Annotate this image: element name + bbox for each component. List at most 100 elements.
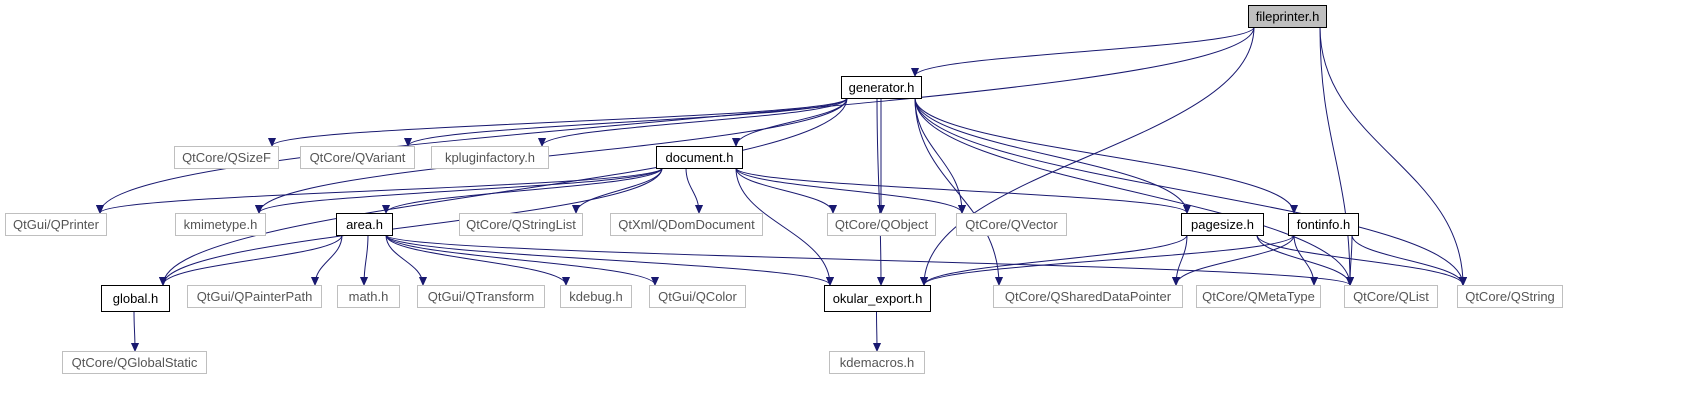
node-fontinfo-label: fontinfo.h xyxy=(1297,217,1351,232)
edge-area-to-global xyxy=(163,234,343,285)
node-qobject-box xyxy=(827,213,936,236)
edge-okular_export-to-kdemacros xyxy=(877,310,878,351)
node-qpainterpath: QtGui/QPainterPath xyxy=(187,285,322,308)
node-qtransform-label: QtGui/QTransform xyxy=(428,289,534,304)
edge-generator-to-document xyxy=(736,97,848,146)
node-qcolor: QtGui/QColor xyxy=(649,285,746,308)
node-qpainterpath-label: QtGui/QPainterPath xyxy=(197,289,313,304)
node-pagesize-box xyxy=(1181,213,1264,236)
node-qlist: QtCore/QList xyxy=(1344,285,1438,308)
node-qprinter-label: QtGui/QPrinter xyxy=(13,217,100,232)
node-kdemacros-box xyxy=(829,351,925,374)
node-qmetatype-box xyxy=(1196,285,1321,308)
node-qdomdocument-box xyxy=(610,213,763,236)
edge-global-to-qglobalstatic xyxy=(134,310,135,351)
node-okular_export[interactable]: okular_export.h xyxy=(824,285,931,312)
node-kpluginfactory: kpluginfactory.h xyxy=(431,146,549,169)
node-fileprinter[interactable]: fileprinter.h xyxy=(1248,5,1327,28)
node-math-label: math.h xyxy=(349,289,389,304)
node-qstringlist-box xyxy=(459,213,583,236)
edge-fontinfo-to-okular_export xyxy=(924,234,1295,285)
node-kdebug-box xyxy=(560,285,632,308)
node-qobject-label: QtCore/QObject xyxy=(835,217,929,232)
node-qobject: QtCore/QObject xyxy=(827,213,936,236)
node-qcolor-label: QtGui/QColor xyxy=(658,289,737,304)
node-qmetatype-label: QtCore/QMetaType xyxy=(1202,289,1315,304)
edge-document-to-qdomdocument xyxy=(685,167,699,213)
node-kmimetype-label: kmimetype.h xyxy=(184,217,258,232)
node-qstringlist-label: QtCore/QStringList xyxy=(466,217,576,232)
edge-document-to-okular_export xyxy=(735,167,830,285)
node-qsizef: QtCore/QSizeF xyxy=(174,146,279,169)
edge-generator-to-global xyxy=(163,97,848,285)
node-document[interactable]: document.h xyxy=(656,146,743,169)
node-qdomdocument-label: QtXml/QDomDocument xyxy=(618,217,755,232)
node-qvector: QtCore/QVector xyxy=(956,213,1067,236)
edge-fontinfo-to-qstring xyxy=(1351,234,1463,285)
edge-area-to-qlist xyxy=(385,234,1350,285)
node-global-label: global.h xyxy=(113,291,159,306)
node-qshareddatapointer-box xyxy=(993,285,1183,308)
node-document-box xyxy=(656,146,743,169)
edge-document-to-pagesize xyxy=(735,167,1187,213)
node-math-box xyxy=(337,285,400,308)
node-qstring-label: QtCore/QString xyxy=(1465,289,1555,304)
edge-pagesize-to-qstring xyxy=(1256,234,1463,285)
edge-generator-to-qstring xyxy=(914,97,1463,285)
node-pagesize[interactable]: pagesize.h xyxy=(1181,213,1264,236)
node-qtransform-box xyxy=(417,285,545,308)
edge-document-to-global xyxy=(163,167,663,285)
node-qtransform: QtGui/QTransform xyxy=(417,285,545,308)
node-qlist-label: QtCore/QList xyxy=(1353,289,1429,304)
node-qlist-box xyxy=(1344,285,1438,308)
edge-fileprinter-to-qlist xyxy=(1319,26,1350,285)
node-math: math.h xyxy=(337,285,400,308)
node-qmetatype: QtCore/QMetaType xyxy=(1196,285,1321,308)
node-qshareddatapointer-label: QtCore/QSharedDataPointer xyxy=(1005,289,1172,304)
node-okular_export-box xyxy=(824,285,931,312)
edge-generator-to-qlist xyxy=(914,97,1350,285)
edge-area-to-qtransform xyxy=(385,234,423,285)
edge-fontinfo-to-qmetatype xyxy=(1293,234,1314,285)
node-qvariant-box xyxy=(300,146,415,169)
node-fileprinter-box xyxy=(1248,5,1327,28)
node-area[interactable]: area.h xyxy=(336,213,393,236)
node-global[interactable]: global.h xyxy=(101,285,170,312)
edge-generator-to-qshareddatapointer xyxy=(914,97,999,285)
node-generator-label: generator.h xyxy=(849,80,915,95)
edge-document-to-kmimetype xyxy=(259,167,663,213)
node-qpainterpath-box xyxy=(187,285,322,308)
node-generator[interactable]: generator.h xyxy=(841,76,922,99)
node-qglobalstatic-box xyxy=(62,351,207,374)
edge-fileprinter-to-okular_export xyxy=(924,26,1255,285)
node-qstring-box xyxy=(1457,285,1563,308)
node-kdemacros: kdemacros.h xyxy=(829,351,925,374)
node-qstring: QtCore/QString xyxy=(1457,285,1563,308)
node-qglobalstatic: QtCore/QGlobalStatic xyxy=(62,351,207,374)
edge-fileprinter-to-qprinter xyxy=(100,26,1255,213)
node-fontinfo[interactable]: fontinfo.h xyxy=(1288,213,1359,236)
edges-layer xyxy=(100,26,1463,351)
node-qdomdocument: QtXml/QDomDocument xyxy=(610,213,763,236)
node-qsizef-box xyxy=(174,146,279,169)
edge-generator-to-okular_export xyxy=(876,97,881,285)
node-qshareddatapointer: QtCore/QSharedDataPointer xyxy=(993,285,1183,308)
node-kmimetype-box xyxy=(175,213,266,236)
edge-generator-to-qvariant xyxy=(408,97,848,146)
edge-document-to-qvector xyxy=(735,167,962,213)
node-qvector-label: QtCore/QVector xyxy=(965,217,1058,232)
node-fileprinter-label: fileprinter.h xyxy=(1256,9,1320,24)
node-kpluginfactory-label: kpluginfactory.h xyxy=(445,150,535,165)
node-area-label: area.h xyxy=(346,217,383,232)
node-document-label: document.h xyxy=(666,150,734,165)
node-area-box xyxy=(336,213,393,236)
edge-document-to-qprinter xyxy=(100,167,663,213)
node-kpluginfactory-box xyxy=(431,146,549,169)
edge-area-to-okular_export xyxy=(385,234,830,285)
edge-area-to-math xyxy=(364,234,369,285)
edge-generator-to-kmimetype xyxy=(259,97,848,213)
node-qvariant-label: QtCore/QVariant xyxy=(310,150,406,165)
edge-generator-to-qvector xyxy=(914,97,962,213)
